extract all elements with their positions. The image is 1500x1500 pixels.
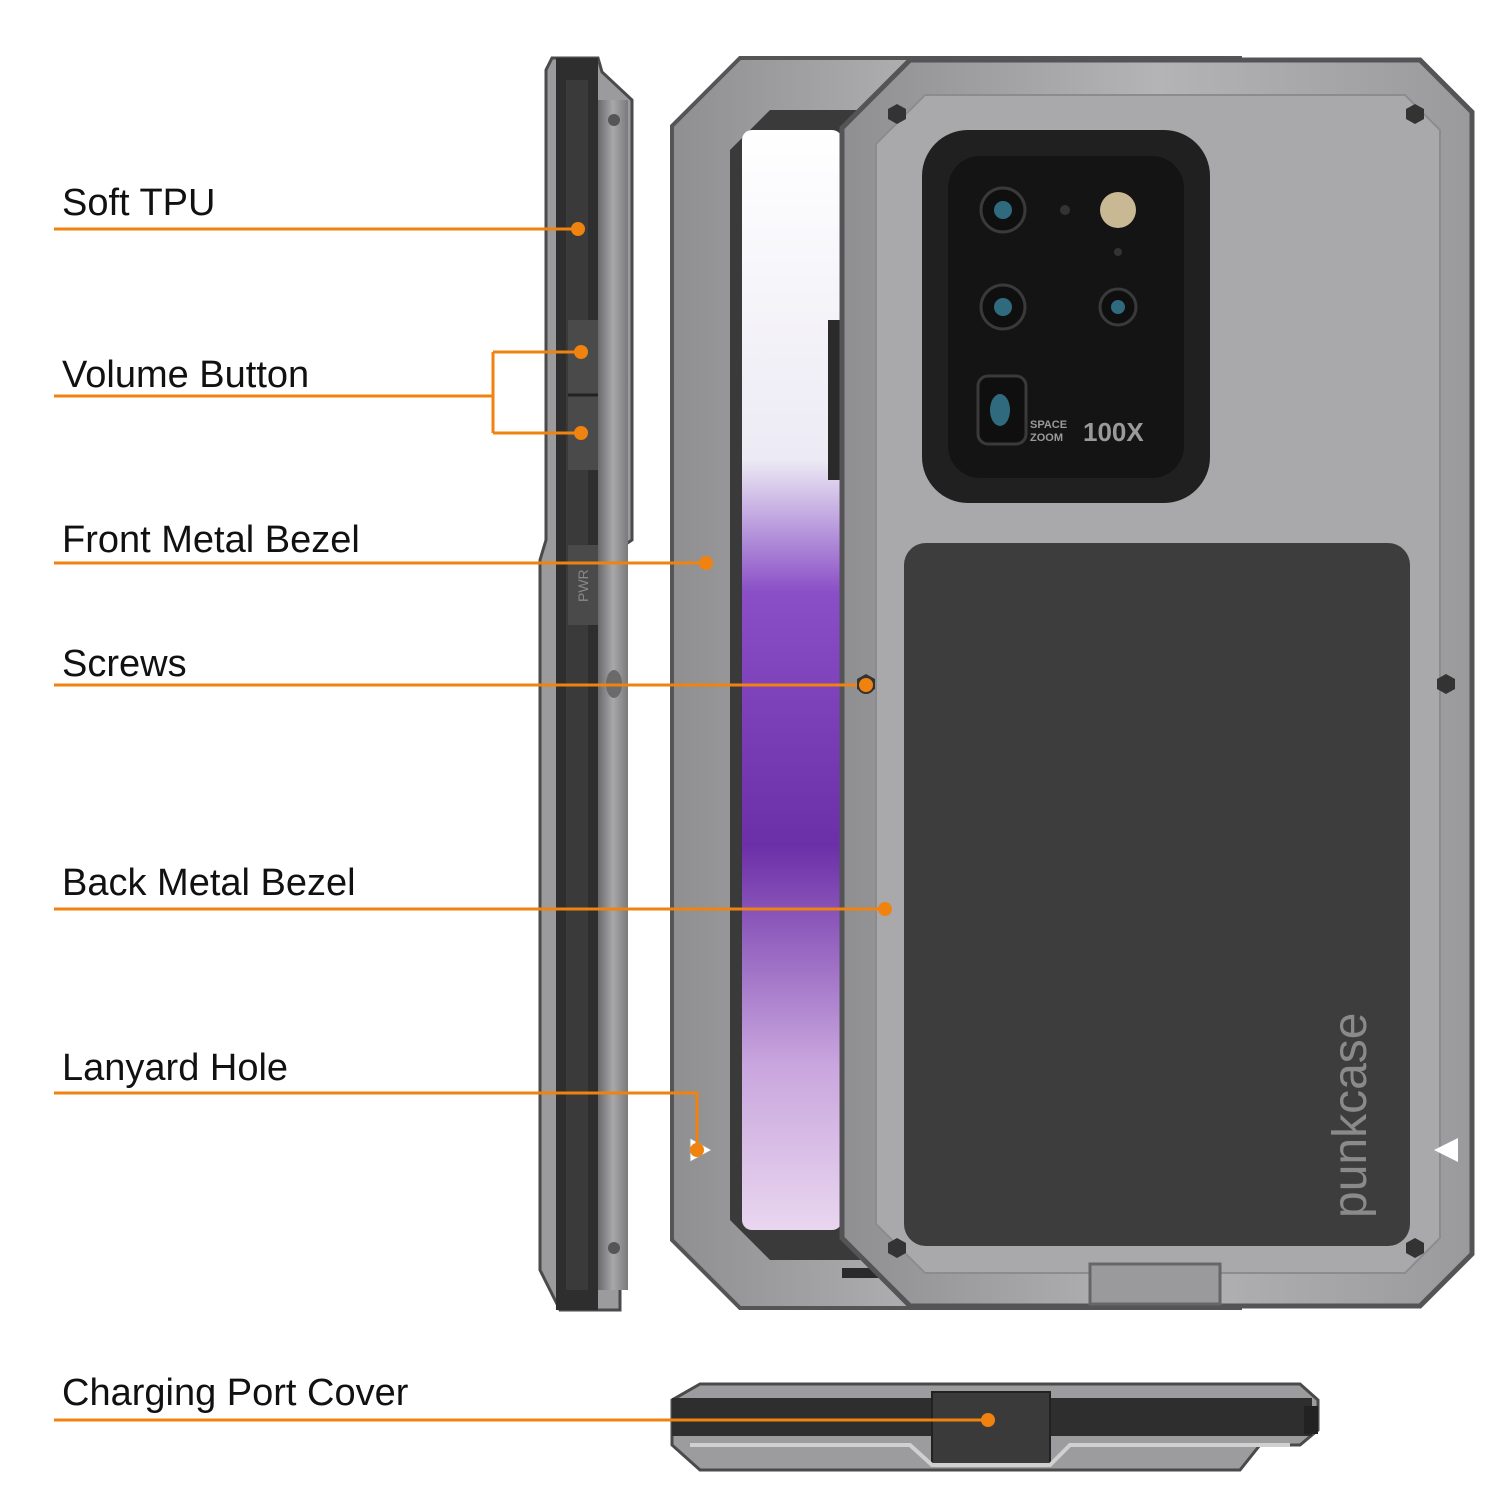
back-panel: [904, 543, 1410, 1246]
label-soft-tpu: Soft TPU: [62, 182, 216, 224]
label-charging-port-cover: Charging Port Cover: [62, 1372, 409, 1414]
charging-port-cover: [931, 1391, 1051, 1465]
label-screws: Screws: [62, 643, 187, 685]
zoom-level-text: 100X: [1083, 417, 1144, 447]
zoom-text: ZOOM: [1030, 432, 1063, 444]
brand-logo-text: punkcase: [1324, 1013, 1377, 1218]
label-volume-button: Volume Button: [62, 354, 310, 396]
phone-screen: [742, 130, 842, 1230]
callout-dots: [571, 222, 995, 1427]
label-front-metal-bezel: Front Metal Bezel: [62, 519, 360, 561]
lanyard-marker-icon: [1434, 1138, 1458, 1162]
camera-lens-icons: [976, 186, 1138, 446]
pwr-text: PWR: [575, 569, 591, 602]
flash-icon: [1100, 192, 1136, 228]
space-text: SPACE: [1030, 419, 1067, 431]
bottom-view: [670, 1382, 1320, 1472]
power-button: [568, 545, 598, 625]
callout-lines: [54, 227, 988, 1422]
label-lanyard-hole: Lanyard Hole: [62, 1047, 289, 1089]
label-back-metal-bezel: Back Metal Bezel: [62, 862, 356, 904]
back-case: SPACE ZOOM 100X punkcase: [839, 57, 1475, 1309]
port-cover-tab: [1088, 1262, 1222, 1306]
